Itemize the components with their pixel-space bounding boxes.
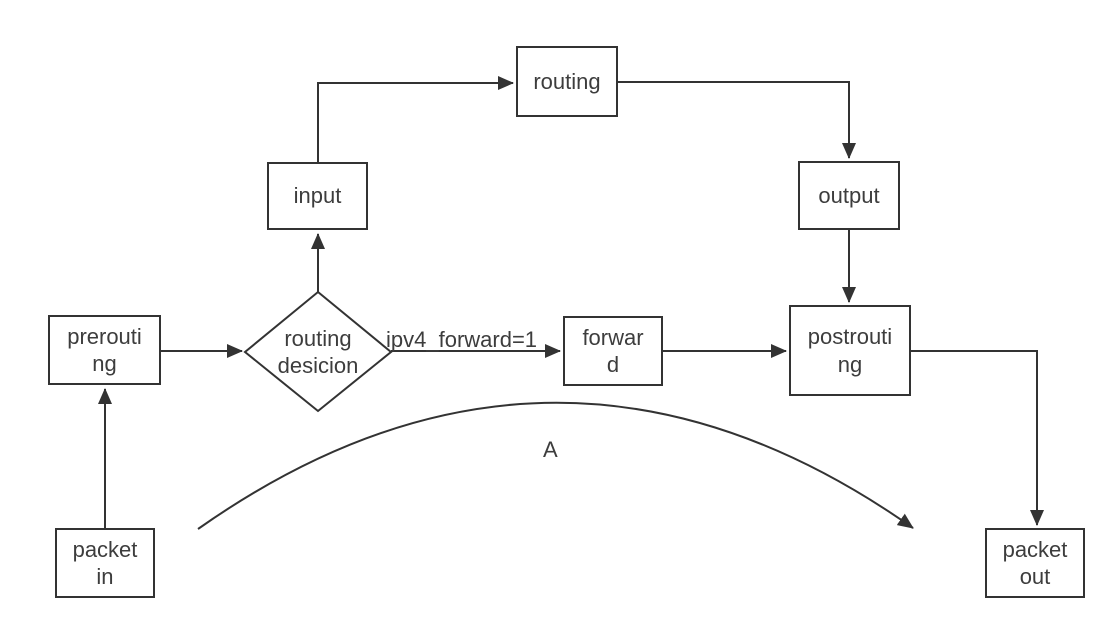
node-routing: routing xyxy=(516,46,618,117)
node-prerouting: prerouti ng xyxy=(48,315,161,385)
edge-label-ipv4-forward: ipv4_forward=1 xyxy=(386,327,538,352)
edge-routing-to-output xyxy=(618,81,856,159)
edge-curve-a xyxy=(197,401,914,530)
edge-postrouting-to-packet-out xyxy=(911,350,1044,526)
edge-label-a: A xyxy=(543,437,558,462)
node-forward: forwar d xyxy=(563,316,663,386)
decision-diamond-shape xyxy=(243,290,393,413)
edge-input-to-routing xyxy=(317,76,514,162)
node-output: output xyxy=(798,161,900,230)
node-postrouting: postrouti ng xyxy=(789,305,911,396)
node-packet-in: packet in xyxy=(55,528,155,598)
node-routing-decision-label: routing desicion xyxy=(277,325,359,379)
node-input: input xyxy=(267,162,368,230)
node-packet-out: packet out xyxy=(985,528,1085,598)
